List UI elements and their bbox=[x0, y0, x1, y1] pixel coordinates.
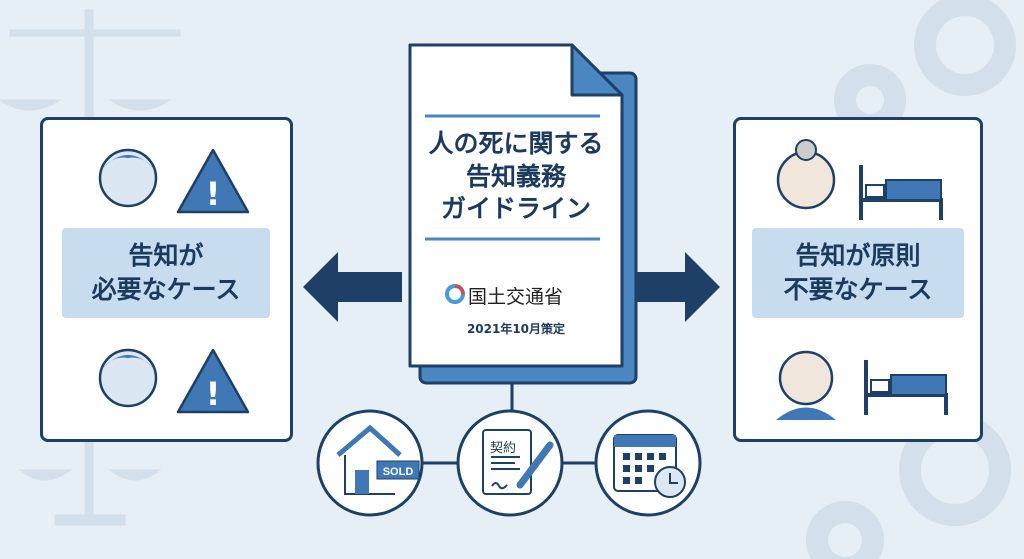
house-icon: SOLD bbox=[336, 424, 420, 495]
title-line: 告知義務 bbox=[465, 161, 566, 191]
enactment-date: 2021年10月策定 bbox=[466, 322, 566, 336]
gear-icon bbox=[806, 0, 1016, 559]
svg-text:!: ! bbox=[206, 175, 221, 213]
notice-not-required-label: 告知が原則 不要なケース bbox=[752, 228, 964, 318]
worried-face-icon bbox=[98, 348, 158, 408]
contract-label: 契約 bbox=[490, 441, 517, 456]
calendar-clock-icon bbox=[613, 434, 686, 498]
bed-icon bbox=[864, 360, 948, 415]
ministry-name: 国土交通省 bbox=[468, 286, 564, 308]
warning-icon: ! bbox=[176, 148, 250, 214]
worried-face-icon bbox=[98, 148, 158, 208]
document-sheet bbox=[408, 43, 624, 368]
notice-not-required-panel: 告知が原則 不要なケース bbox=[733, 117, 983, 442]
guideline-title: 人の死に関する 告知義務 ガイドライン bbox=[410, 128, 622, 226]
svg-text:!: ! bbox=[206, 375, 221, 413]
ministry-logo bbox=[445, 284, 465, 304]
worried-person-icons: ! ! bbox=[98, 148, 250, 414]
contract-icon bbox=[482, 429, 554, 495]
warning-icon: ! bbox=[176, 348, 250, 414]
title-line: ガイドライン bbox=[440, 194, 591, 223]
notice-required-label: 告知が 必要なケース bbox=[62, 228, 270, 318]
label-line: 不要なケース bbox=[783, 275, 933, 304]
sold-sign: SOLD bbox=[383, 466, 414, 478]
arrow-right bbox=[634, 252, 720, 322]
label-line: 告知が原則 bbox=[795, 241, 921, 271]
arrow-left bbox=[303, 252, 402, 322]
elderly-man-icon bbox=[776, 350, 836, 420]
title-line: 人の死に関する bbox=[428, 129, 604, 158]
notice-required-panel: ! ! 告知が 必要なケース bbox=[40, 117, 293, 442]
label-line: 必要なケース bbox=[91, 275, 241, 304]
bed-icon bbox=[859, 165, 943, 220]
elderly-bed-icons bbox=[776, 139, 948, 420]
scales-icon bbox=[0, 9, 181, 526]
label-line: 告知が bbox=[128, 241, 204, 271]
elderly-woman-icon bbox=[776, 139, 836, 210]
